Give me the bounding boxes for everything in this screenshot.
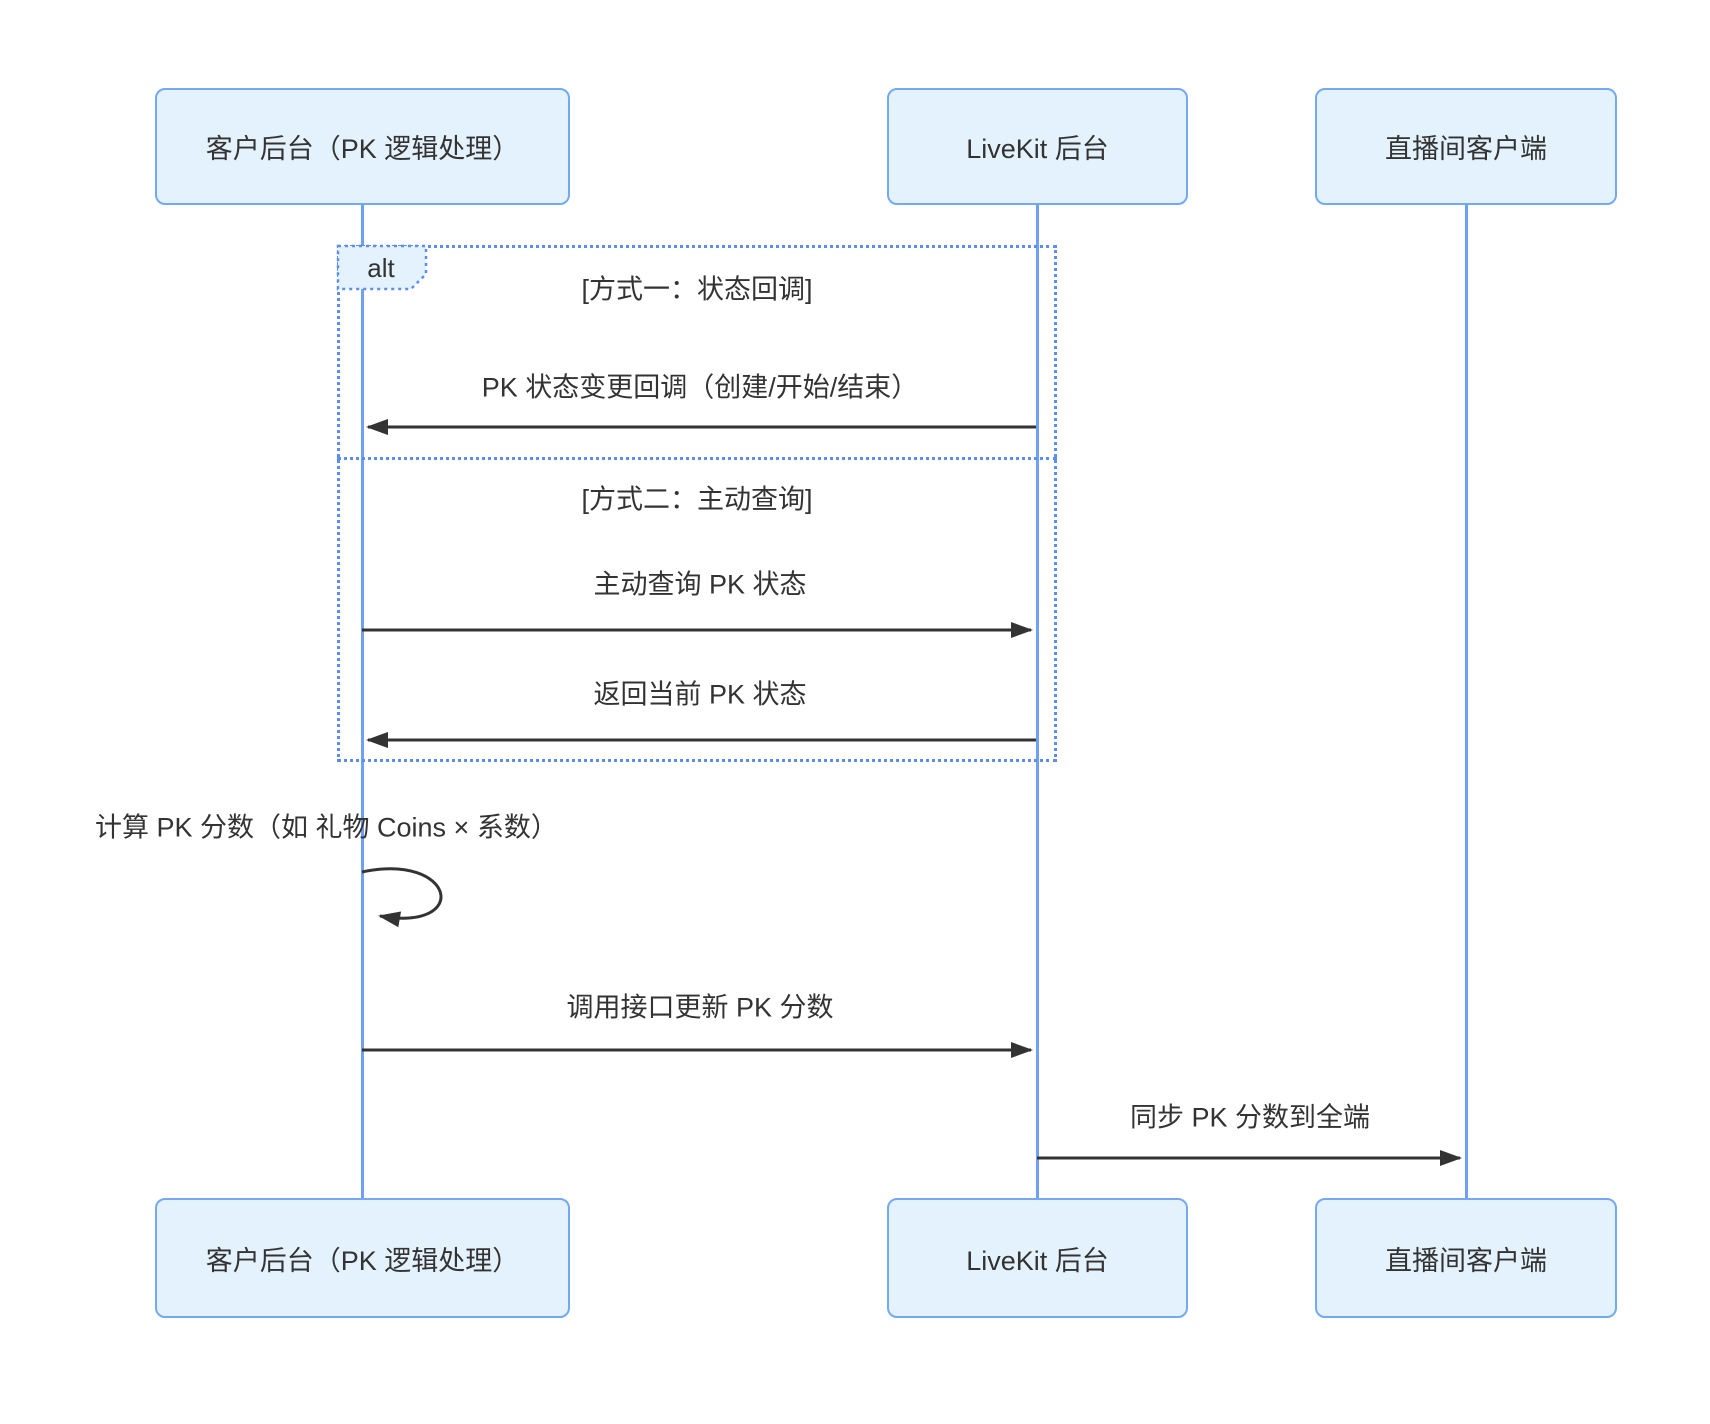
actor-label: 客户后台（PK 逻辑处理） (205, 1245, 520, 1276)
actor-label: 直播间客户端 (1385, 1245, 1547, 1276)
alt-keyword-label: alt (367, 252, 395, 283)
actor-bottom-live-room-client: 直播间客户端 (1315, 1198, 1617, 1318)
actor-label: 客户后台（PK 逻辑处理） (205, 134, 520, 164)
message-calc-score-label: 计算 PK 分数（如 礼物 Coins × 系数） (95, 812, 558, 843)
actor-bottom-livekit-backend: LiveKit 后台 (887, 1198, 1188, 1318)
message-update-score-label: 调用接口更新 PK 分数 (566, 992, 834, 1023)
actor-top-customer-backend: 客户后台（PK 逻辑处理） (155, 88, 570, 205)
lifeline-live-room-client (1464, 205, 1468, 1200)
message-sync-score-label: 同步 PK 分数到全端 (1129, 1102, 1371, 1133)
message-return-status-label: 返回当前 PK 状态 (593, 679, 807, 710)
actor-top-live-room-client: 直播间客户端 (1315, 88, 1617, 205)
actor-bottom-customer-backend: 客户后台（PK 逻辑处理） (155, 1198, 570, 1318)
actor-label: LiveKit 后台 (966, 1245, 1109, 1276)
alt-frame (337, 245, 1057, 762)
alt-frame-divider (337, 457, 1057, 460)
arrow-calc-score-self-loop (361, 867, 443, 928)
actor-label: 直播间客户端 (1385, 134, 1547, 164)
actor-top-livekit-backend: LiveKit 后台 (887, 88, 1188, 205)
message-status-callback-label: PK 状态变更回调（创建/开始/结束） (481, 372, 919, 403)
message-query-status-label: 主动查询 PK 状态 (593, 569, 807, 600)
alt-section1-label: [方式一：状态回调] (581, 274, 813, 305)
lifeline-livekit-backend (1035, 205, 1039, 1200)
alt-section2-label: [方式二：主动查询] (581, 484, 813, 515)
actor-label: LiveKit 后台 (966, 134, 1109, 164)
lifeline-customer-backend (360, 205, 364, 1200)
